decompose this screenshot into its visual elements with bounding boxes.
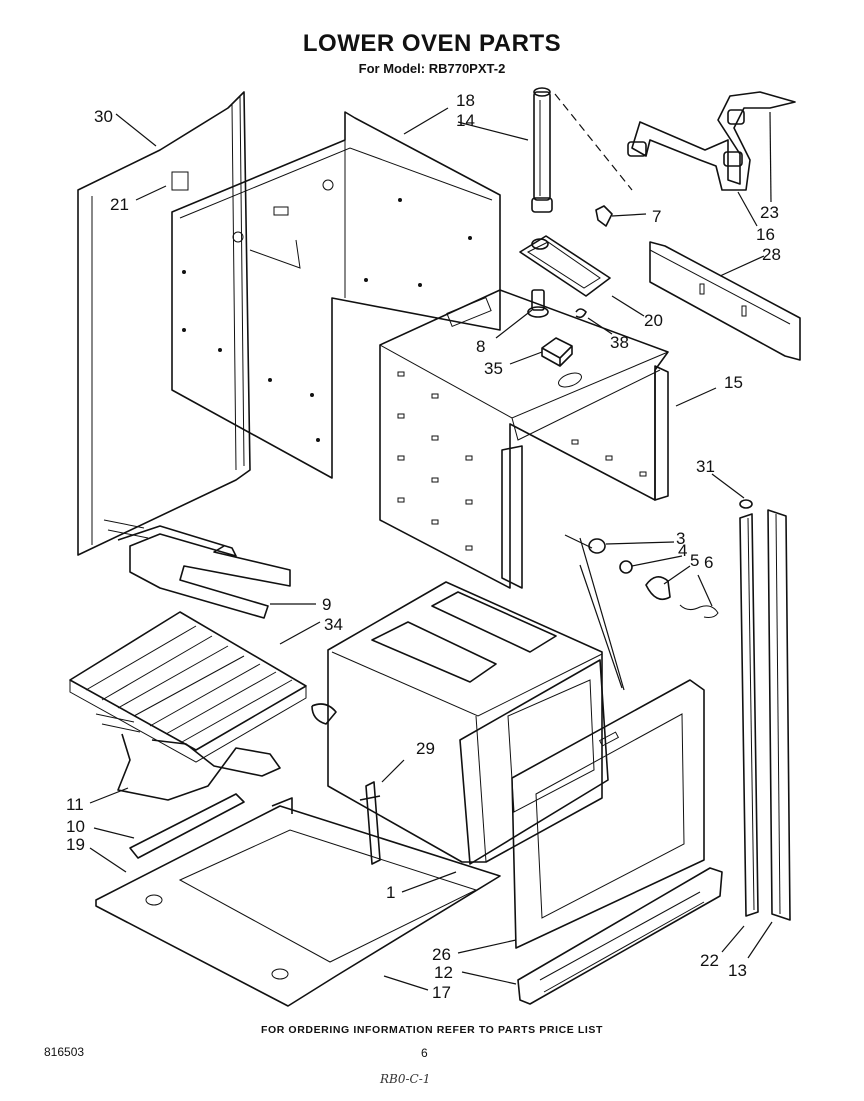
- part-vent-duct: [627, 91, 796, 191]
- callout-21: 21: [110, 195, 129, 214]
- callout-30: 30: [94, 107, 113, 126]
- callout-3: 3: [676, 529, 685, 548]
- callout-14: 14: [456, 111, 475, 130]
- callout-13: 13: [728, 961, 747, 980]
- callout-16: 16: [756, 225, 775, 244]
- callout-19: 19: [66, 835, 85, 854]
- callout-6: 6: [704, 553, 713, 572]
- callout-18: 18: [456, 91, 475, 110]
- part-vent-tube: [531, 87, 553, 213]
- callout-38: 38: [610, 333, 629, 352]
- part-insulation-block: [541, 337, 573, 367]
- part-bake-element: [103, 519, 291, 619]
- part-oven-liner-back: [171, 111, 501, 479]
- callout-1: 1: [386, 883, 395, 902]
- handwritten-note: RB0-C-1: [380, 1072, 431, 1086]
- document-number: 816503: [44, 1045, 85, 1059]
- assembly-guide-line: [554, 93, 633, 191]
- part-vent-collar: [519, 235, 611, 297]
- callout-10: 10: [66, 817, 85, 836]
- callout-labels: 30 21 18 14 7 23 16 28 20 8 38 35 15 31 …: [66, 91, 781, 1002]
- part-broil-element: [95, 713, 281, 801]
- callout-4: 4: [678, 541, 687, 560]
- callout-leaders: [89, 107, 773, 991]
- ordering-note: FOR ORDERING INFORMATION REFER TO PARTS …: [260, 1024, 604, 1036]
- callout-23: 23: [760, 203, 779, 222]
- callout-22: 22: [700, 951, 719, 970]
- callout-35: 35: [484, 359, 503, 378]
- callout-9: 9: [322, 595, 331, 614]
- part-lower-trim: [517, 867, 723, 1005]
- part-oven-liner-top: [379, 289, 669, 589]
- part-bracket: [129, 793, 245, 859]
- part-door-stop: [739, 499, 753, 509]
- callout-12: 12: [434, 963, 453, 982]
- callout-7: 7: [652, 207, 661, 226]
- callout-5: 5: [690, 551, 699, 570]
- callout-20: 20: [644, 311, 663, 330]
- part-light-assembly: [564, 534, 719, 689]
- part-clip: [595, 205, 613, 227]
- part-side-trims: [739, 509, 791, 921]
- part-stud: [527, 289, 549, 318]
- page-number: 6: [421, 1046, 428, 1060]
- callout-31: 31: [696, 457, 715, 476]
- model-subtitle: For Model: RB770PXT-2: [358, 61, 506, 76]
- callout-8: 8: [476, 337, 485, 356]
- callout-28: 28: [762, 245, 781, 264]
- page-title: LOWER OVEN PARTS: [302, 30, 562, 57]
- part-trim-strip: [649, 241, 801, 361]
- part-liner-bracket: [359, 781, 381, 865]
- part-oven-door-frame: [511, 679, 705, 949]
- callout-15: 15: [724, 373, 743, 392]
- callout-29: 29: [416, 739, 435, 758]
- part-rear-panel: [77, 91, 251, 556]
- light-assembly-guide: [579, 537, 625, 691]
- part-oven-liner-cavity: [311, 581, 609, 865]
- callout-26: 26: [432, 945, 451, 964]
- part-small-clip: [575, 308, 587, 319]
- callout-11: 11: [66, 795, 84, 814]
- part-oven-bottom: [95, 797, 501, 1007]
- part-oven-rack: [69, 611, 307, 763]
- callout-34: 34: [324, 615, 343, 634]
- callout-17: 17: [432, 983, 451, 1002]
